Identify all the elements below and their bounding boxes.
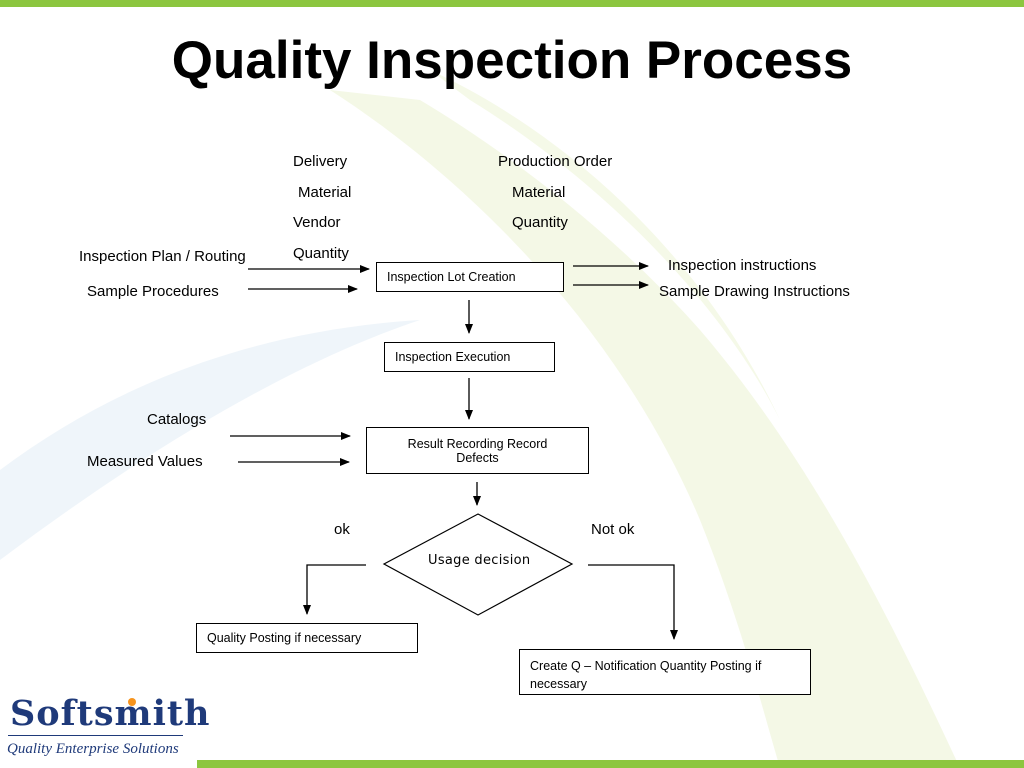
usage-decision-label: Usage decision bbox=[428, 553, 531, 568]
input-delivery-quantity: Quantity bbox=[293, 245, 349, 262]
top-accent-bar bbox=[0, 0, 1024, 7]
input-inspection-plan: Inspection Plan / Routing bbox=[79, 248, 246, 265]
branch-ok-label: ok bbox=[334, 521, 350, 538]
step-label: Quality Posting if necessary bbox=[207, 631, 362, 645]
output-inspection-instructions: Inspection instructions bbox=[668, 257, 817, 274]
softsmith-logo: Softsmith bbox=[10, 693, 211, 734]
input-production-quantity: Quantity bbox=[512, 214, 568, 231]
input-catalogs: Catalogs bbox=[147, 411, 207, 428]
bottom-accent-bar bbox=[197, 760, 1024, 768]
logo-dot-icon bbox=[128, 698, 136, 706]
branch-not-ok-label: Not ok bbox=[591, 521, 635, 538]
step-quality-posting: Quality Posting if necessary bbox=[196, 623, 418, 653]
input-sample-procedures: Sample Procedures bbox=[87, 283, 219, 300]
input-production-material: Material bbox=[512, 184, 566, 201]
page-title: Quality Inspection Process bbox=[171, 31, 853, 90]
step-label: Result Recording Record Defects bbox=[407, 436, 548, 465]
logo-tagline: Quality Enterprise Solutions bbox=[7, 741, 179, 757]
output-sample-drawing: Sample Drawing Instructions bbox=[659, 283, 850, 300]
step-inspection-lot-creation: Inspection Lot Creation bbox=[376, 262, 564, 292]
step-create-notification: Create Q – Notification Quantity Posting… bbox=[519, 649, 811, 695]
step-label: Create Q – Notification Quantity Posting… bbox=[530, 659, 762, 691]
usage-decision-diamond bbox=[382, 513, 574, 616]
logo-divider bbox=[8, 735, 183, 736]
input-vendor: Vendor bbox=[293, 214, 341, 231]
input-production-order: Production Order bbox=[498, 153, 613, 170]
step-label: Inspection Execution bbox=[395, 350, 511, 364]
step-label: Inspection Lot Creation bbox=[387, 270, 516, 284]
step-result-recording: Result Recording Record Defects bbox=[366, 427, 589, 474]
input-measured-values: Measured Values bbox=[87, 453, 203, 470]
input-delivery: Delivery bbox=[293, 153, 348, 170]
arrow-not-ok-branch bbox=[588, 564, 678, 640]
step-inspection-execution: Inspection Execution bbox=[384, 342, 555, 372]
arrow-ok-branch bbox=[303, 564, 366, 615]
input-delivery-material: Material bbox=[298, 184, 352, 201]
